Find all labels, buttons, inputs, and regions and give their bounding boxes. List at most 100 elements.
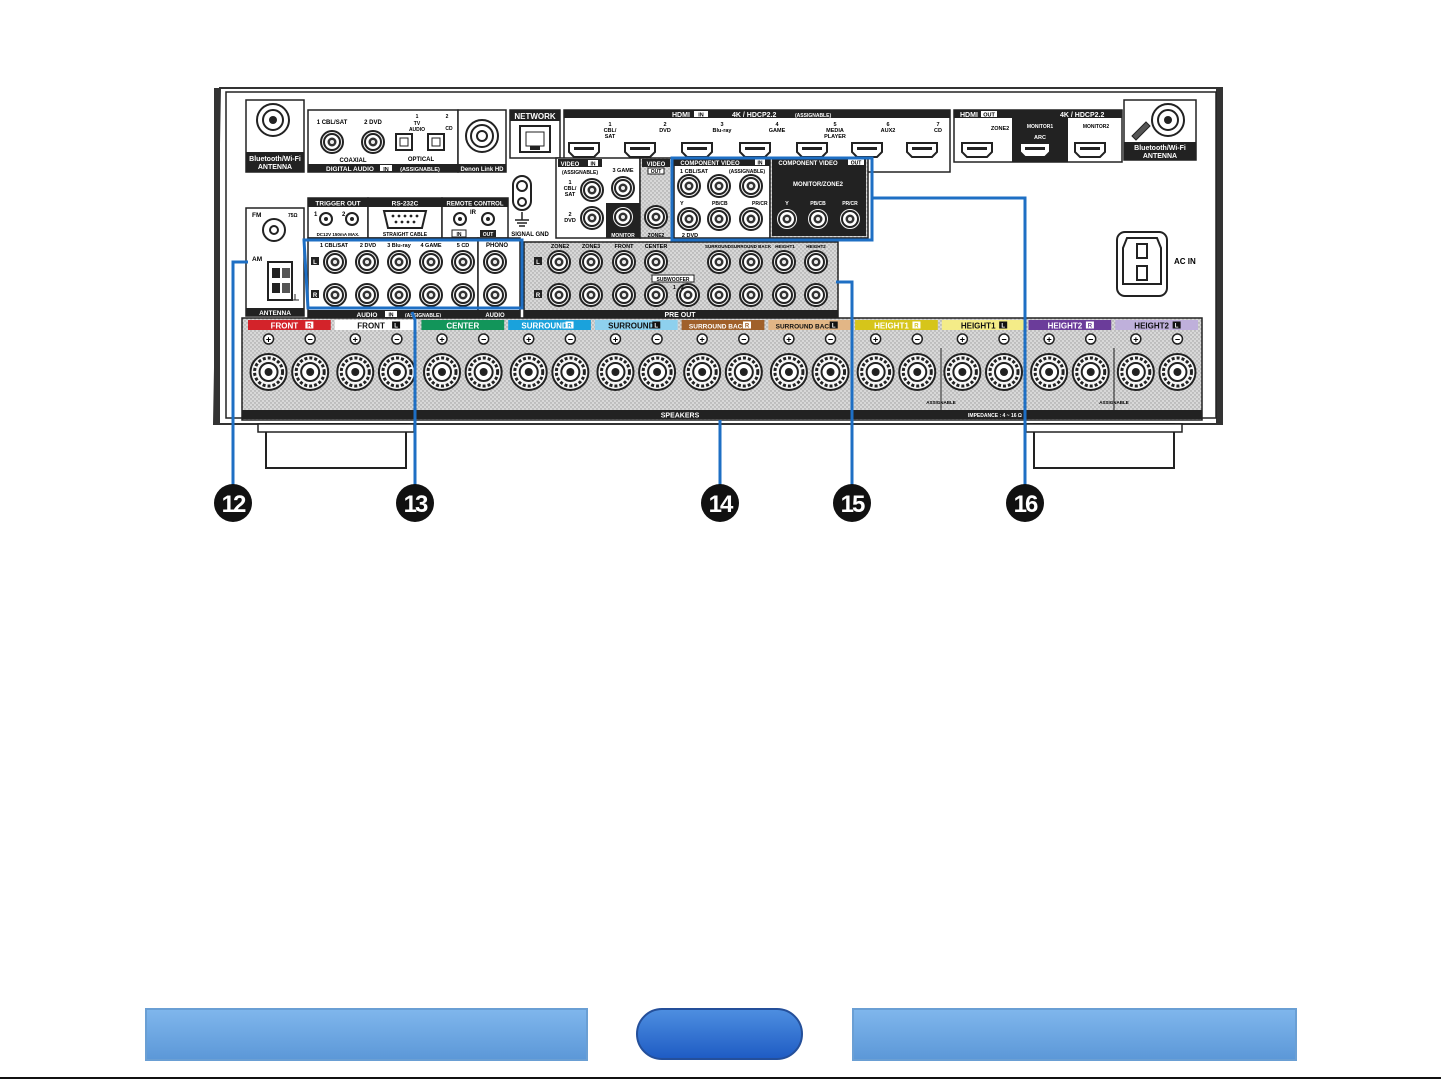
plus-sign: + (1133, 335, 1138, 345)
bt-left-line2: ANTENNA (258, 164, 292, 171)
remote-ir: IR (470, 210, 477, 216)
hdmi-in-assignable: (ASSIGNABLE) (795, 113, 831, 119)
signal-gnd: SIGNAL GND (511, 175, 549, 238)
speaker-header-bg (508, 320, 591, 330)
component-in-label-2: 2 DVD (682, 233, 698, 239)
denon-link-label: Denon Link HD (461, 167, 505, 173)
remote-out: OUT (483, 232, 494, 238)
speaker-binding-post[interactable] (724, 352, 764, 392)
video-out-zone2: ZONE2 (648, 233, 665, 239)
speaker-side-badge (829, 321, 838, 329)
speaker-binding-post[interactable] (1116, 352, 1156, 392)
audio-in-3: 3 Blu-ray (387, 243, 411, 249)
plus-sign: + (613, 335, 618, 345)
component-in-y: Y (680, 201, 684, 207)
pre-out-section: L R ZONE2 ZONE3 FRONT CENTER SURROUND SU… (523, 241, 839, 319)
hdmi-out-monitor1: MONITOR1 (1027, 124, 1054, 130)
speaker-binding-post[interactable] (249, 352, 289, 392)
video-in-tag: IN (591, 162, 596, 168)
speaker-binding-post[interactable] (942, 352, 982, 392)
speaker-binding-post[interactable] (769, 352, 809, 392)
preout-height1: HEIGHT1 (775, 244, 795, 249)
audio-l-label: L (313, 260, 317, 266)
speaker-header-bg (594, 320, 678, 330)
speaker-side-letter: L (654, 324, 658, 330)
preout-height2: HEIGHT2 (806, 244, 826, 249)
speaker-binding-post[interactable] (637, 352, 677, 392)
component-out-sub: MONITOR/ZONE2 (793, 182, 844, 188)
speaker-side-letter: R (307, 324, 312, 330)
video-in-assignable: (ASSIGNABLE) (562, 170, 598, 176)
speaker-binding-post[interactable] (550, 352, 590, 392)
speaker-binding-post[interactable] (897, 352, 937, 392)
next-page-button[interactable] (852, 1008, 1297, 1061)
callout-16: 16 (1006, 484, 1044, 522)
speaker-side-badge (305, 321, 314, 329)
speaker-header-label: SURROUND (608, 322, 654, 331)
plus-sign: + (266, 335, 271, 345)
plus-sign: + (786, 335, 791, 345)
rs232c-port: RS-232C STRAIGHT CABLE (367, 197, 443, 239)
video-section: VIDEO IN (ASSIGNABLE) 1 CBL/ SAT 3 GAME … (555, 157, 673, 239)
hdmi-in-1-a: 1 (608, 122, 611, 128)
speaker-binding-post[interactable] (984, 352, 1024, 392)
speaker-binding-post[interactable] (595, 352, 635, 392)
speaker-binding-post[interactable] (1029, 352, 1069, 392)
speakers-assignable-1: ASSIGNABLE (926, 400, 956, 405)
minus-icon (1084, 333, 1097, 345)
trigger-out-title: TRIGGER OUT (315, 201, 360, 208)
speaker-binding-post[interactable] (1071, 352, 1111, 392)
coaxial-label: COAXIAL (340, 158, 367, 164)
speakers-impedance: IMPEDANCE : 4 ~ 16 Ω (968, 413, 1022, 419)
speaker-header-label: FRONT (357, 322, 385, 331)
phono-footer: AUDIO (485, 313, 505, 319)
preout-surround: SURROUND (705, 244, 732, 249)
speaker-binding-post[interactable] (335, 352, 375, 392)
speaker-binding-post[interactable] (856, 352, 896, 392)
callout-15: 15 (833, 484, 871, 522)
plus-sign: + (960, 335, 965, 345)
speaker-binding-post[interactable] (464, 352, 504, 392)
contents-button[interactable] (636, 1008, 803, 1060)
speaker-binding-post[interactable] (682, 352, 722, 392)
callout-12: 12 (214, 484, 252, 522)
speaker-binding-post[interactable] (509, 352, 549, 392)
speaker-header-label: HEIGHT1 (961, 322, 996, 331)
preout-zone2: ZONE2 (551, 244, 569, 250)
speaker-side-letter: R (567, 324, 572, 330)
speaker-side-badge (652, 321, 661, 329)
hdmi-in-5-c: PLAYER (824, 134, 846, 140)
audio-in-tag: IN (389, 313, 394, 319)
preout-surround-back: SURROUND BACK (731, 244, 772, 249)
component-out-y: Y (785, 201, 789, 207)
speaker-binding-post[interactable] (422, 352, 462, 392)
component-out-pr: PR/CR (842, 201, 858, 207)
minus-icon (564, 333, 577, 345)
preout-sub-2: 2 (681, 285, 684, 291)
plus-icon (1043, 333, 1055, 345)
hdmi-out-section: HDMI OUT 4K / HDCP2.2 ZONE2 MONITOR1 ARC… (953, 109, 1123, 163)
hdmi-in-title: HDMI (672, 112, 690, 119)
speaker-binding-post[interactable] (1157, 352, 1197, 392)
hdmi-in-4-b: GAME (769, 128, 786, 134)
speaker-binding-post[interactable] (811, 352, 851, 392)
signal-gnd-label: SIGNAL GND (511, 232, 549, 238)
plus-icon (349, 333, 362, 345)
minus-sign: − (394, 335, 399, 345)
prev-page-button[interactable] (145, 1008, 588, 1061)
network-label: NETWORK (514, 112, 556, 121)
speaker-header-bg (941, 320, 1025, 330)
speaker-header-bg (1028, 320, 1112, 330)
speaker-binding-post[interactable] (377, 352, 417, 392)
speaker-header-bg (1115, 320, 1198, 330)
hdmi-in-5-a: 5 (833, 122, 836, 128)
speaker-side-badge (1085, 321, 1094, 329)
optical-label: OPTICAL (408, 157, 435, 163)
speaker-binding-post[interactable] (290, 352, 330, 392)
phono-label: PHONO (486, 243, 508, 249)
digital-audio-section: 1 CBL/SAT 2 DVD 1 TV AUDIO 2 CD COAXIAL … (307, 109, 459, 173)
